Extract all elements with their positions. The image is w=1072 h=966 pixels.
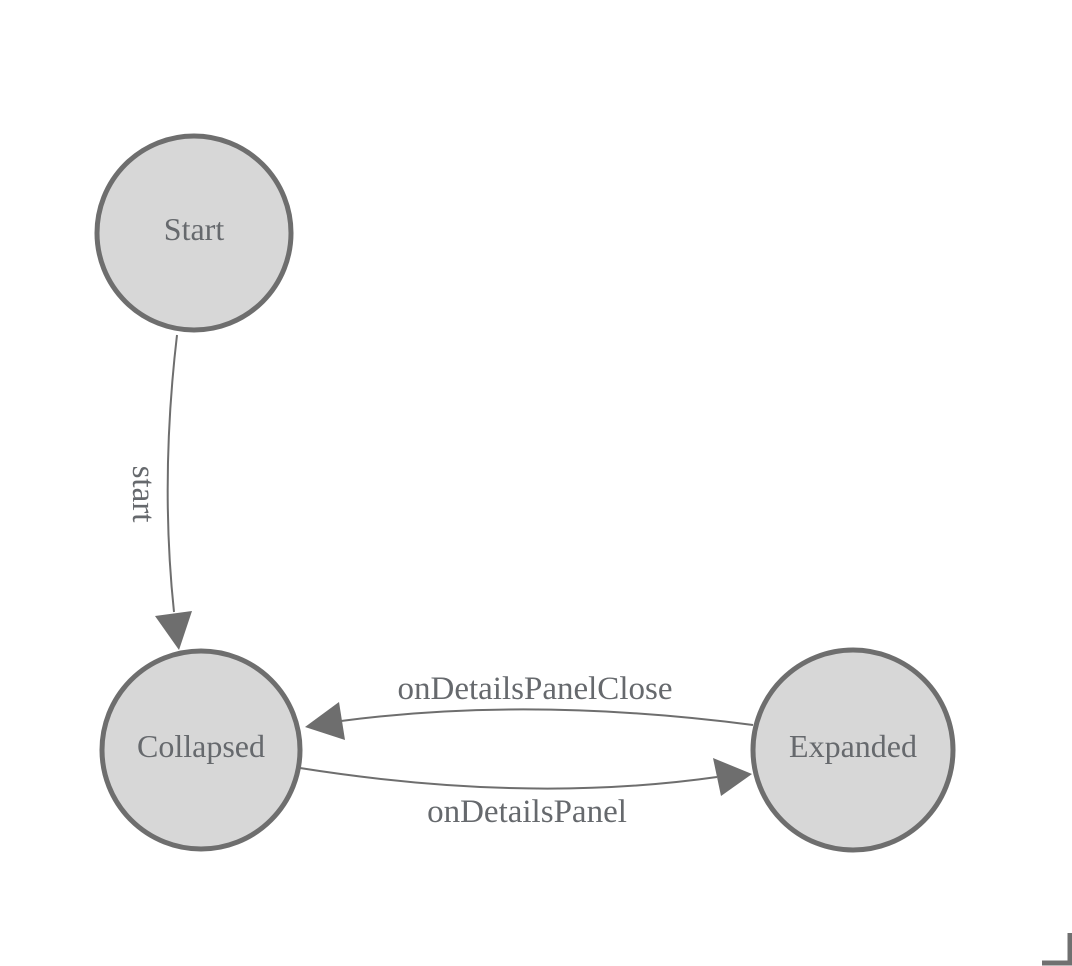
edge-label-ondetailspanel: onDetailsPanel [427,794,627,830]
state-node-expanded[interactable]: Expanded [750,647,956,853]
edge-label-ondetailspanelclose: onDetailsPanelClose [398,671,673,707]
arrowhead-icon [155,611,192,650]
state-node-collapsed-label: Collapsed [137,728,265,764]
canvas-corner-bracket-icon [1042,933,1072,966]
edge-line-expanded-to-collapsed [340,708,754,726]
state-node-start[interactable]: Start [94,133,294,333]
edge-line-start-to-collapsed [166,334,178,613]
edge-start-to-collapsed: start [125,334,192,650]
arrowhead-icon [713,758,752,796]
state-node-start-circle[interactable] [94,133,294,333]
edge-collapsed-to-expanded: onDetailsPanel [299,758,752,830]
edge-line-collapsed-to-expanded [299,767,718,790]
edge-label-start: start [125,466,161,523]
edge-expanded-to-collapsed: onDetailsPanelClose [305,671,754,740]
state-node-start-label: Start [164,211,225,247]
state-node-expanded-label: Expanded [789,728,917,764]
arrowhead-icon [305,702,345,740]
state-node-collapsed[interactable]: Collapsed [99,648,303,852]
state-node-expanded-circle[interactable] [750,647,956,853]
state-node-collapsed-circle[interactable] [99,648,303,852]
